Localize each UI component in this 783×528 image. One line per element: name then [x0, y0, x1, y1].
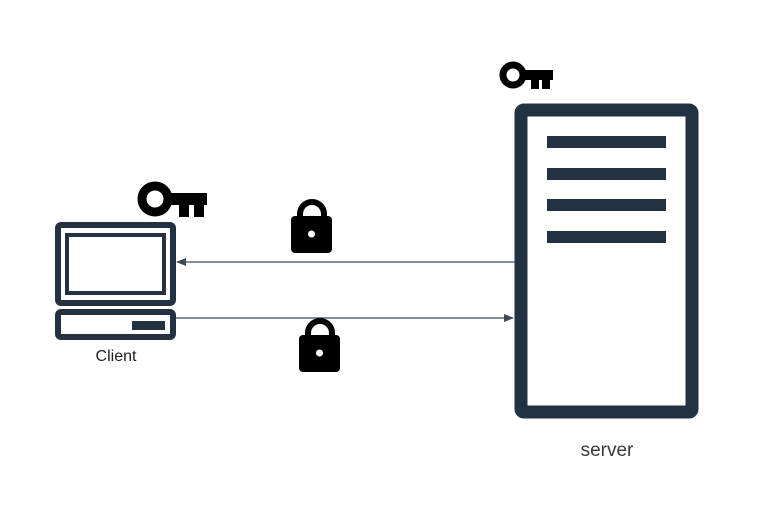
padlock-icon [291, 199, 332, 253]
padlock-icon [299, 318, 340, 372]
server-label: server [580, 440, 634, 461]
key-icon [137, 181, 207, 217]
client-label: Client [95, 348, 137, 365]
server-icon [514, 103, 699, 419]
key-icon [499, 61, 553, 89]
laptop-icon [55, 222, 176, 340]
